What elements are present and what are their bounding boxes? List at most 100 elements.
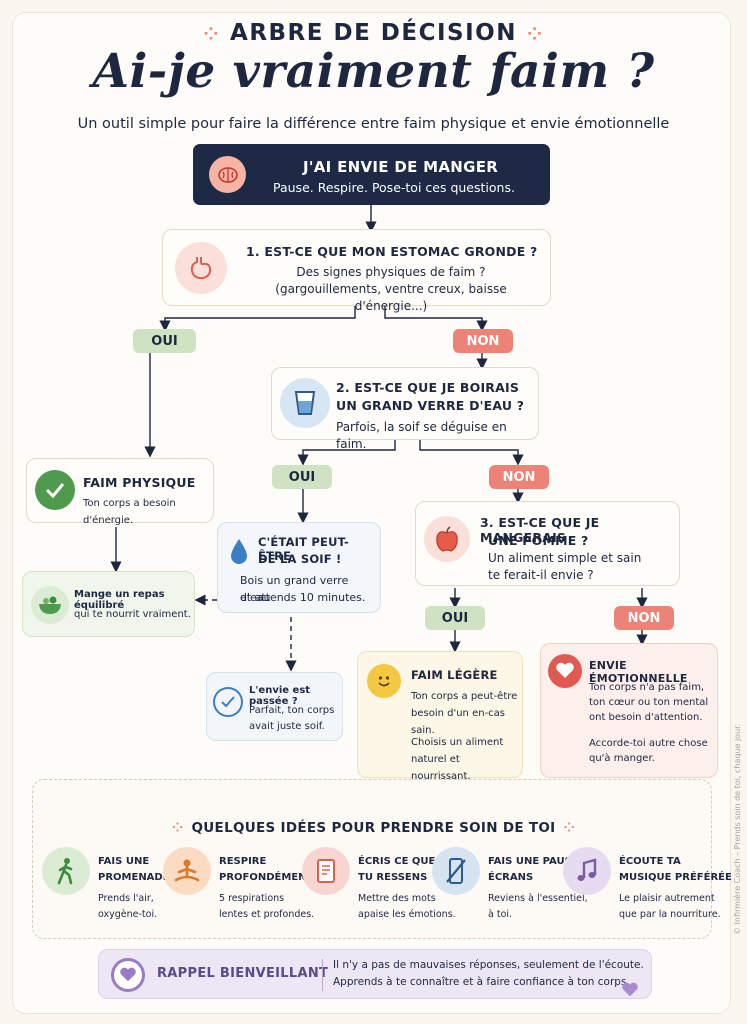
no-phone-icon: [432, 847, 480, 895]
sparkle-icon: ⁘: [563, 820, 576, 836]
question-1-title: 1. EST-CE QUE MON ESTOMAC GRONDE ?: [246, 244, 538, 259]
idea-text-line1: Reviens à l'essentiel,: [488, 893, 588, 904]
faim-legere-line4: naturel et nourrissant.: [411, 754, 471, 782]
idea-text-line2: que par la nourriture.: [619, 909, 721, 920]
meditation-icon: [163, 847, 211, 895]
rappel-title: RAPPEL BIENVEILLANT: [157, 966, 329, 981]
question-3-line1: Un aliment simple et sain: [488, 551, 642, 565]
brain-icon: [209, 156, 246, 193]
envie-emotionnelle-box: ENVIE ÉMOTIONNELLE Ton corps n'a pas fai…: [540, 643, 718, 778]
emotion-line2: ton cœur ou ton mental: [589, 697, 709, 708]
question-3-title-2: UNE POMME ?: [488, 533, 589, 548]
smiley-icon: [367, 664, 401, 698]
apple-icon: [424, 516, 470, 562]
start-text: Pause. Respire. Pose-toi ces questions.: [273, 180, 515, 195]
soif-line1: Bois un grand verre d'eau: [240, 574, 349, 604]
idea-title-line2: MUSIQUE PRÉFÉRÉE: [619, 872, 732, 883]
idea-text-line1: Le plaisir autrement: [619, 893, 715, 904]
question-2-text: Parfois, la soif se déguise en faim.: [336, 420, 507, 451]
water-drop-icon: [228, 537, 250, 569]
check-circle-icon: [213, 687, 243, 717]
emotion-title: ENVIE ÉMOTIONNELLE: [589, 659, 688, 685]
q3-yes-label: OUI: [425, 606, 485, 630]
idea-text-line1: 5 respirations: [219, 893, 285, 904]
rappel-line1: Il n'y a pas de mauvaises réponses, seul…: [333, 959, 644, 971]
question-3-box: 3. EST-CE QUE JE MANGERAIS UNE POMME ? U…: [415, 501, 680, 586]
passee-line1: Parfait, ton corps: [249, 705, 335, 716]
emotion-line5: qu'à manger.: [589, 753, 655, 764]
soif-box: C'ÉTAIT PEUT-ÊTRE DE LA SOIF ! Bois un g…: [217, 522, 381, 613]
faim-legere-line2: besoin d'un en-cas sain.: [411, 708, 506, 736]
soif-title-2: DE LA SOIF !: [258, 552, 342, 566]
idea-title-line1: RESPIRE: [219, 856, 267, 867]
emotion-line4: Accorde-toi autre chose: [589, 738, 708, 749]
page-subtitle: Un outil simple pour faire la différence…: [77, 116, 670, 132]
salad-bowl-icon: [31, 586, 69, 624]
rappel-box: RAPPEL BIENVEILLANT Il n'y a pas de mauv…: [98, 949, 652, 999]
ideas-title: ⁘QUELQUES IDÉES POUR PRENDRE SOIN DE TOI…: [171, 820, 576, 836]
question-1-line2: (gargouillements, ventre creux, baisse d…: [275, 282, 507, 313]
heart-badge-icon: [111, 958, 145, 992]
faim-legere-title: FAIM LÉGÈRE: [411, 668, 498, 682]
question-1-line1: Des signes physiques de faim ?: [296, 265, 486, 279]
soif-line2: et attends 10 minutes.: [240, 591, 366, 604]
idea-title-line2: PROFONDÉMENT: [219, 872, 314, 883]
question-2-title-1: 2. EST-CE QUE JE BOIRAIS: [336, 380, 520, 395]
faim-legere-box: FAIM LÉGÈRE Ton corps a peut-être besoin…: [357, 651, 523, 782]
idea-title-line2: ÉCRANS: [488, 872, 534, 883]
idea-text-line2: oxygène-toi.: [98, 909, 158, 920]
idea-title-line1: ÉCOUTE TA: [619, 856, 681, 867]
start-box: J'AI ENVIE DE MANGER Pause. Respire. Pos…: [193, 144, 550, 205]
walking-person-icon: [42, 847, 90, 895]
sparkle-icon: ⁘: [171, 820, 184, 836]
idea-text-line2: apaise les émotions.: [358, 909, 456, 920]
rappel-divider: [322, 959, 323, 991]
question-2-title-2: UN GRAND VERRE D'EAU ?: [336, 398, 525, 413]
checkmark-icon: [35, 470, 75, 510]
faim-physique-title: FAIM PHYSIQUE: [83, 475, 196, 490]
credit-text: © Infirmière Coach – Prends soin de toi,…: [733, 723, 742, 935]
emotion-line1: Ton corps n'a pas faim,: [589, 682, 705, 693]
music-note-icon: [563, 847, 611, 895]
heart-icon: [548, 654, 582, 688]
journal-icon: [302, 847, 350, 895]
page-title: Ai-je vraiment faim ?: [92, 44, 655, 99]
idea-text-line2: à toi.: [488, 909, 513, 920]
rappel-line2: Apprends à te connaître et à faire confi…: [333, 976, 630, 988]
q3-no-label: NON: [614, 606, 674, 630]
idea-title-line1: FAIS UNE: [98, 856, 150, 867]
idea-title-line1: FAIS UNE PAUSE: [488, 856, 579, 867]
passee-title: L'envie est passée ?: [249, 685, 311, 707]
question-3-line2: te ferait-il envie ?: [488, 568, 594, 582]
idea-text-line1: Mettre des mots: [358, 893, 436, 904]
repas-box: Mange un repas équilibré qui te nourrit …: [22, 571, 195, 637]
sparkle-icon: ⁘: [203, 24, 221, 45]
q1-yes-label: OUI: [133, 329, 196, 353]
faim-physique-box: FAIM PHYSIQUE Ton corps a besoin d'énerg…: [26, 458, 214, 526]
idea-text-line2: lentes et profondes.: [219, 909, 315, 920]
question-1-box: 1. EST-CE QUE MON ESTOMAC GRONDE ? Des s…: [162, 229, 551, 313]
idea-title-line2: TU RESSENS: [358, 872, 428, 883]
eyebrow-title: ⁘ARBRE DE DÉCISION⁘: [203, 20, 544, 46]
stomach-icon: [175, 242, 227, 294]
soif-title-1: C'ÉTAIT PEUT-ÊTRE: [258, 535, 349, 563]
small-heart-icon: [621, 982, 639, 1002]
faim-physique-text: Ton corps a besoin d'énergie.: [83, 498, 176, 526]
q2-no-label: NON: [489, 465, 549, 489]
idea-text-line1: Prends l'air,: [98, 893, 154, 904]
envie-passee-box: L'envie est passée ? Parfait, ton corps …: [206, 672, 343, 741]
passee-line2: avait juste soif.: [249, 721, 325, 732]
sparkle-icon: ⁘: [526, 24, 544, 45]
repas-line1: Mange un repas équilibré: [74, 589, 165, 611]
q1-no-label: NON: [453, 329, 513, 353]
repas-line2: qui te nourrit vraiment.: [74, 609, 191, 620]
water-glass-icon: [280, 378, 330, 428]
question-2-box: 2. EST-CE QUE JE BOIRAIS UN GRAND VERRE …: [271, 367, 539, 451]
faim-legere-line1: Ton corps a peut-être: [411, 691, 518, 702]
emotion-line3: ont besoin d'attention.: [589, 712, 703, 723]
idea-title-line1: ÉCRIS CE QUE: [358, 856, 436, 867]
faim-legere-line3: Choisis un aliment: [411, 737, 504, 748]
question-3-title-1: 3. EST-CE QUE JE MANGERAIS: [480, 515, 600, 545]
q2-yes-label: OUI: [272, 465, 332, 489]
start-title: J'AI ENVIE DE MANGER: [303, 158, 499, 176]
